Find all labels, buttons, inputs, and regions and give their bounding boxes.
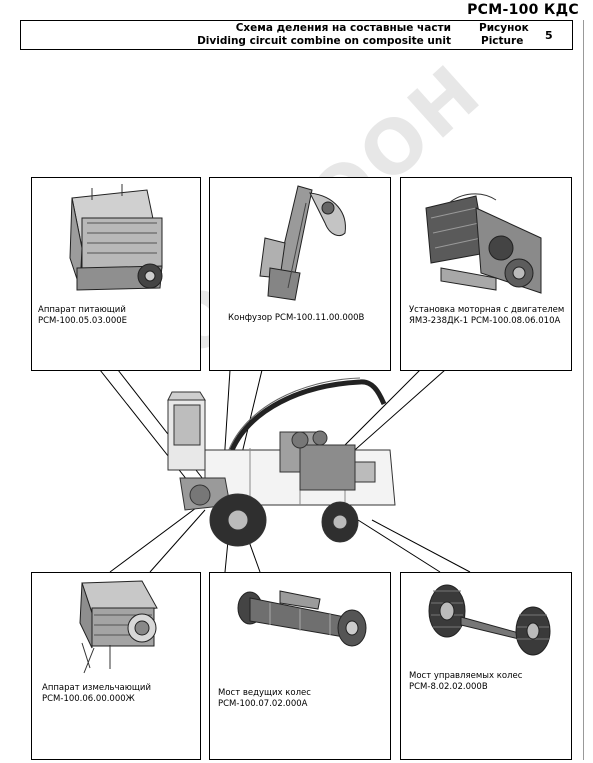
header-title-ru: Схема деления на составные части (235, 22, 451, 34)
panel-engine: Установка моторная с двигателем ЯМЗ-238Д… (400, 177, 572, 371)
drive-axle-icon (237, 590, 367, 647)
header-title-en: Dividing circuit combine on composite un… (197, 35, 451, 47)
steer-axle-icon (428, 584, 551, 656)
leader-steer (357, 519, 441, 573)
caption-chopper-line2: РСМ-100.06.00.000Ж (42, 694, 135, 704)
panel-drive-axle: Мост ведущих колес РСМ-100.07.02.000А (209, 572, 391, 760)
engine-unit-icon (425, 193, 542, 294)
confusor-unit-icon (259, 185, 346, 301)
panel-steer-axle: Мост управляемых колес РСМ-8.02.02.000В (400, 572, 572, 760)
caption-engine-line2: ЯМЗ-238ДК-1 РСМ-100.08.06.010А (409, 316, 561, 326)
panel-confusor: Конфузор РСМ-100.11.00.000В (209, 177, 391, 371)
chopper-unit-icon (79, 580, 158, 674)
caption-drive-axle-line2: РСМ-100.07.02.000А (218, 699, 308, 709)
figure-label-en: Picture (481, 35, 524, 47)
caption-feeder-line1: Аппарат питающий (38, 305, 126, 315)
leader-chopper (109, 504, 201, 573)
caption-confusor-line1: Конфузор РСМ-100.11.00.000В (228, 313, 365, 323)
header-titles: Схема деления на составные части Dividin… (21, 22, 451, 48)
figure-number: 5 (545, 29, 553, 42)
caption-steer-axle-line2: РСМ-8.02.02.000В (409, 682, 488, 692)
caption-feeder-line2: РСМ-100.05.03.000Е (38, 316, 128, 326)
figure-label-ru: Рисунок (479, 22, 529, 34)
feeder-unit-icon (69, 184, 163, 291)
header-box: Схема деления на составные части Dividin… (20, 20, 573, 50)
panel-chopper: Аппарат измельчающий РСМ-100.06.00.000Ж (31, 572, 201, 760)
caption-chopper-line1: Аппарат измельчающий (42, 683, 151, 693)
panel-feeder: Аппарат питающий РСМ-100.05.03.000Е (31, 177, 201, 371)
caption-drive-axle-line1: Мост ведущих колес (218, 688, 311, 698)
leader-steer-b (371, 519, 471, 573)
caption-steer-axle-line1: Мост управляемых колес (409, 671, 523, 681)
figure-label: Рисунок Picture (479, 22, 529, 48)
document-code: РСМ-100 КДС (467, 2, 579, 18)
leader-chopper-b (149, 509, 206, 573)
caption-engine-line1: Установка моторная с двигателем (409, 305, 565, 315)
right-margin-rule (583, 20, 584, 760)
